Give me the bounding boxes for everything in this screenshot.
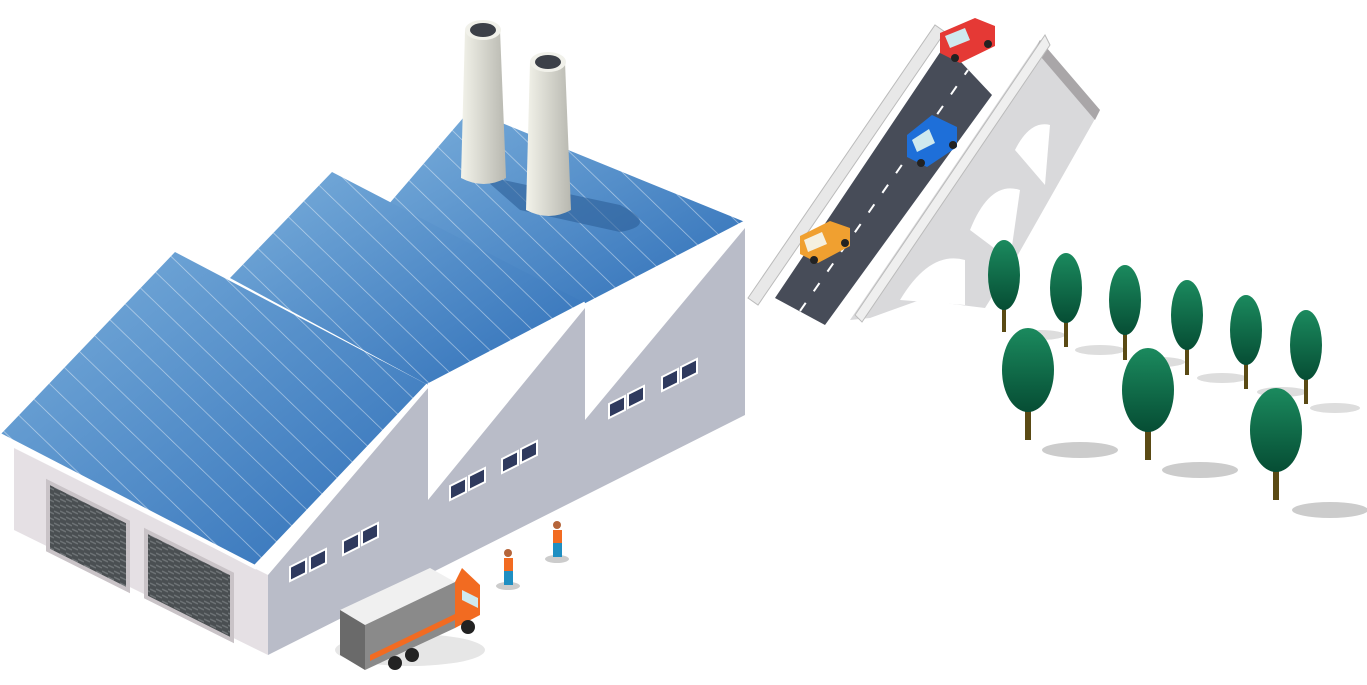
tree-icon — [1290, 310, 1360, 413]
garage-door-right[interactable] — [144, 527, 234, 644]
trees — [988, 240, 1367, 518]
tree-icon — [1050, 253, 1125, 355]
chimney-icon — [461, 20, 571, 216]
factory — [0, 20, 746, 655]
car-icon — [800, 18, 995, 264]
tree-icon — [1002, 328, 1118, 458]
bridge-icon — [747, 24, 1100, 325]
tree-icon — [1122, 348, 1238, 478]
factory-side-wall — [268, 228, 745, 655]
windows — [289, 357, 698, 583]
garage-door-left[interactable] — [46, 478, 130, 594]
person-icon — [496, 521, 569, 590]
truck-icon — [335, 568, 485, 670]
tree-icon — [1250, 388, 1367, 518]
tree-icon — [1171, 280, 1247, 383]
